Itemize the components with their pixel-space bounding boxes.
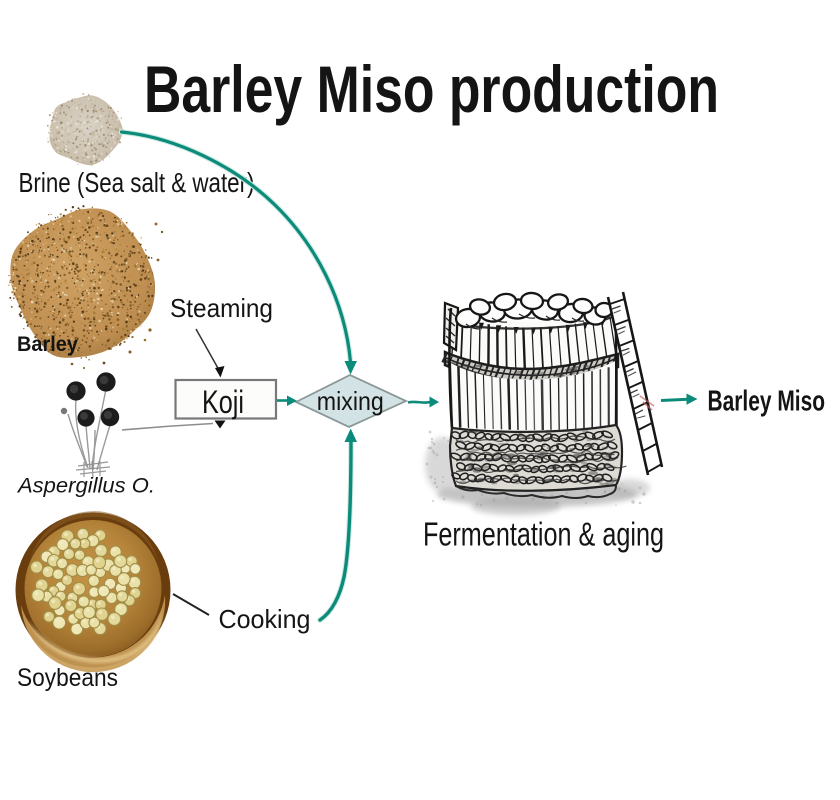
- svg-text:Koji: Koji: [202, 384, 244, 420]
- svg-text:Steaming: Steaming: [170, 293, 273, 323]
- svg-text:Soybeans: Soybeans: [17, 664, 118, 692]
- svg-text:mixing: mixing: [317, 386, 384, 416]
- svg-text:Cooking: Cooking: [219, 604, 311, 634]
- svg-text:Barley: Barley: [17, 332, 78, 356]
- svg-text:Fermentation & aging: Fermentation & aging: [423, 516, 664, 553]
- svg-text:Barley Miso: Barley Miso: [708, 386, 826, 418]
- svg-text:Barley Miso production: Barley Miso production: [144, 52, 719, 126]
- svg-text:Brine (Sea salt & water): Brine (Sea salt & water): [19, 167, 255, 198]
- svg-text:Aspergillus O.: Aspergillus O.: [16, 475, 155, 498]
